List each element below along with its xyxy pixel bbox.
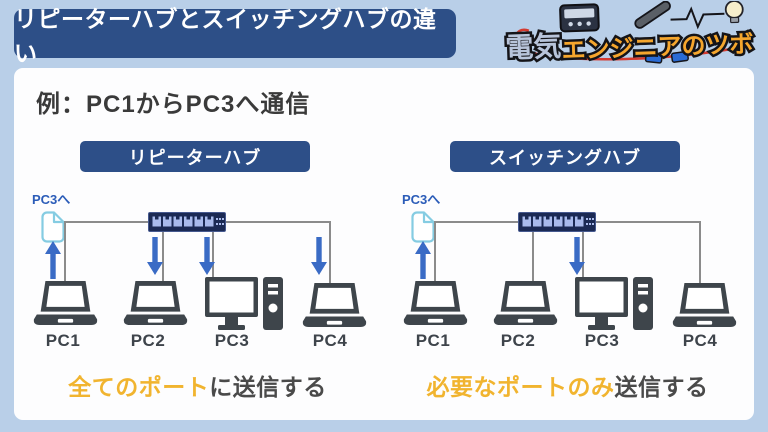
pc1-laptop-icon: [403, 280, 468, 328]
example-title: 例：PC1からPC3へ通信: [36, 91, 311, 118]
logo-bulb-icon: [724, 1, 744, 24]
hub-device-icon: [518, 212, 596, 232]
pc1-laptop-icon: [33, 280, 98, 328]
logo-wire-bottom: [523, 45, 742, 61]
logo-graphic: 電気 エンジニアのツボ: [503, 1, 756, 65]
packet-icon: [41, 211, 65, 243]
pc4-laptop-icon: [302, 282, 367, 330]
logo-multimeter-icon: [559, 3, 600, 33]
arrow-up-pc1: [45, 241, 61, 279]
repeater-hub-caption: 全てのポートに送信する: [20, 368, 375, 402]
page-title: リピーターハブとスイッチングハブの違い: [14, 5, 437, 66]
pc2-label: PC2: [500, 331, 536, 350]
wire-pc2: [162, 231, 164, 282]
arrow-down-pc4: [311, 237, 327, 275]
wire-pc2: [532, 231, 534, 282]
switching-hub-caption: 必要なポートのみ送信する: [390, 368, 745, 402]
wire-pc3: [212, 231, 214, 278]
wire-pc1: [434, 221, 436, 282]
wire-pc4: [329, 221, 331, 284]
packet-destination-label: PC3へ: [402, 192, 441, 207]
page-title-banner: リピーターハブとスイッチングハブの違い: [14, 6, 456, 66]
packet-icon: [411, 211, 435, 243]
pc3-desktop-icon: [575, 277, 653, 335]
repeater-hub-header-label: リピーターハブ: [128, 147, 262, 168]
pc2-label: PC2: [130, 331, 166, 350]
logo-text-part2: エンジニアのツボ: [561, 31, 754, 65]
logo-circuit-line: [670, 6, 725, 30]
switching-hub-header: スイッチングハブ: [450, 141, 680, 172]
wire-pc1: [64, 221, 66, 282]
arrow-down-pc2: [147, 237, 163, 275]
repeater-hub-header: リピーターハブ: [80, 141, 310, 172]
switching-hub-header-label: スイッチングハブ: [489, 147, 641, 168]
logo-text-part1: 電気: [505, 31, 562, 64]
packet-destination-label: PC3へ: [32, 192, 71, 207]
pc1-label: PC1: [45, 331, 81, 350]
caption-rest: に送信する: [209, 374, 327, 400]
arrow-up-pc1: [415, 241, 431, 279]
arrow-down-pc3: [569, 237, 585, 275]
pc3-desktop-icon: [205, 277, 283, 335]
pc2-laptop-icon: [123, 280, 188, 328]
pc4-laptop-icon: [672, 282, 737, 330]
wire-pc3: [582, 231, 584, 278]
logo-wire-left: [515, 28, 530, 48]
logo-feet-icon: [644, 50, 689, 64]
pc4-label: PC4: [682, 331, 718, 350]
arrow-down-pc3: [199, 237, 215, 275]
site-logo: 電気 エンジニアのツボ: [503, 1, 763, 65]
logo-tool-icon: [634, 1, 671, 29]
content-card: [14, 68, 754, 420]
switching-hub-diagram: PC3へ PC1 PC2 PC3 PC4: [390, 185, 745, 360]
pc3-label: PC3: [584, 331, 620, 350]
repeater-hub-diagram: PC3へ PC1 PC2 PC3 PC4: [20, 185, 375, 360]
hub-device-icon: [148, 212, 226, 232]
caption-rest: 送信する: [614, 374, 709, 400]
pc2-laptop-icon: [493, 280, 558, 328]
pc4-label: PC4: [312, 331, 348, 350]
wire-pc4: [699, 221, 701, 284]
caption-highlight: 全てのポート: [68, 374, 210, 400]
pc3-label: PC3: [214, 331, 250, 350]
caption-highlight: 必要なポートのみ: [426, 374, 615, 400]
pc1-label: PC1: [415, 331, 451, 350]
